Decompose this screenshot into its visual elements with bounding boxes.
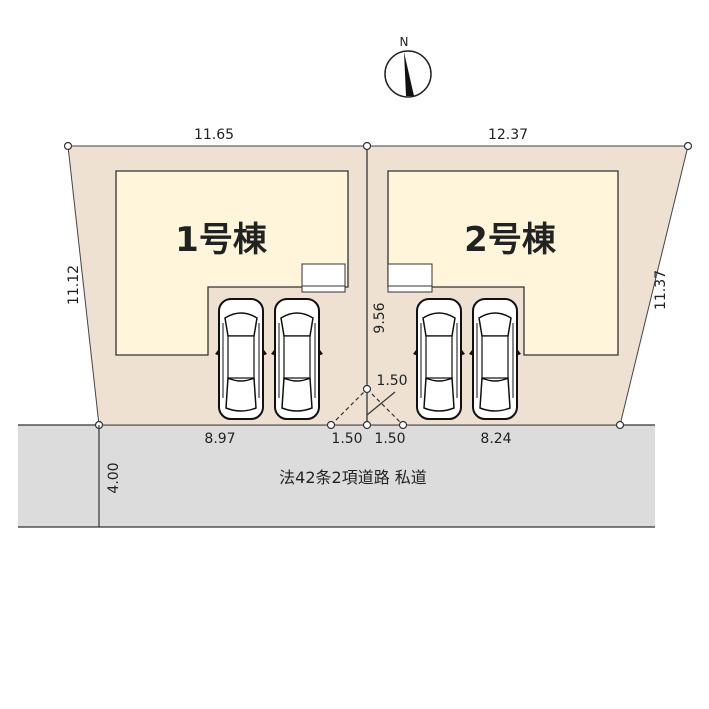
dim-lot1-top: 11.65 — [194, 127, 234, 143]
north-compass-icon: N — [384, 35, 432, 98]
building-1 — [115, 170, 349, 356]
dim-road-width: 4.00 — [106, 462, 122, 493]
dim-corner-left: 1.50 — [331, 431, 362, 447]
entrance-1 — [301, 263, 346, 293]
dim-corner-diag: 1.50 — [376, 373, 407, 389]
entrance-2 — [387, 263, 433, 293]
building-1-label: 1号棟 — [175, 220, 268, 260]
dim-divider: 9.56 — [372, 302, 388, 333]
car-icon — [469, 298, 521, 420]
compass-label: N — [400, 35, 409, 49]
road-label: 法42条2項道路 私道 — [279, 468, 427, 487]
corner-cut — [330, 388, 404, 426]
road — [18, 425, 655, 527]
car-icon — [215, 298, 267, 420]
building-2-label: 2号棟 — [464, 220, 557, 260]
dim-lot1-front: 8.97 — [204, 431, 235, 447]
car-icon — [271, 298, 323, 420]
dim-corner-right: 1.50 — [374, 431, 405, 447]
dim-lot2-right: 11.37 — [653, 270, 669, 310]
dim-lot2-front: 8.24 — [480, 431, 511, 447]
car-icon — [413, 298, 465, 420]
dim-lot1-left: 11.12 — [66, 265, 82, 305]
dim-lot2-top: 12.37 — [488, 127, 528, 143]
